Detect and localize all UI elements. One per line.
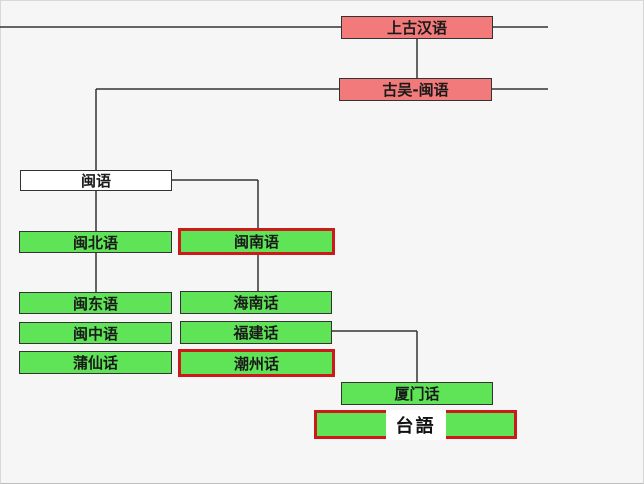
node-min-zhong: 闽中语 bbox=[19, 322, 172, 344]
node-label: 台語 bbox=[385, 409, 446, 440]
node-label: 上古汉语 bbox=[386, 19, 447, 37]
node-label: 闽北语 bbox=[72, 233, 118, 252]
node-label: 潮州话 bbox=[233, 354, 279, 373]
node-old-chinese: 上古汉语 bbox=[341, 16, 493, 39]
node-fujian: 福建话 bbox=[180, 321, 332, 344]
node-label: 闽南语 bbox=[233, 233, 279, 251]
node-label: 福建话 bbox=[233, 324, 279, 342]
node-label: 蒲仙话 bbox=[72, 354, 118, 372]
node-min-dong: 闽东语 bbox=[19, 292, 172, 314]
node-label: 海南话 bbox=[233, 294, 279, 312]
node-min-nan: 闽南语 bbox=[178, 228, 335, 255]
node-puxian: 蒲仙话 bbox=[19, 351, 172, 374]
node-label: 闽东语 bbox=[72, 294, 118, 313]
node-taiwanese: 台語 bbox=[314, 409, 517, 440]
node-chaozhou: 潮州话 bbox=[178, 349, 335, 377]
node-label: 闽语 bbox=[80, 172, 111, 190]
node-label: 闽中语 bbox=[72, 324, 118, 343]
node-xiamen: 厦门话 bbox=[341, 382, 493, 405]
node-hainan: 海南话 bbox=[180, 291, 332, 314]
node-label: 古吴-闽语 bbox=[382, 81, 449, 99]
node-proto-wu-min: 古吴-闽语 bbox=[339, 78, 492, 101]
node-label: 厦门话 bbox=[394, 385, 440, 403]
node-min-bei: 闽北语 bbox=[19, 231, 172, 253]
node-min: 闽语 bbox=[20, 170, 172, 191]
